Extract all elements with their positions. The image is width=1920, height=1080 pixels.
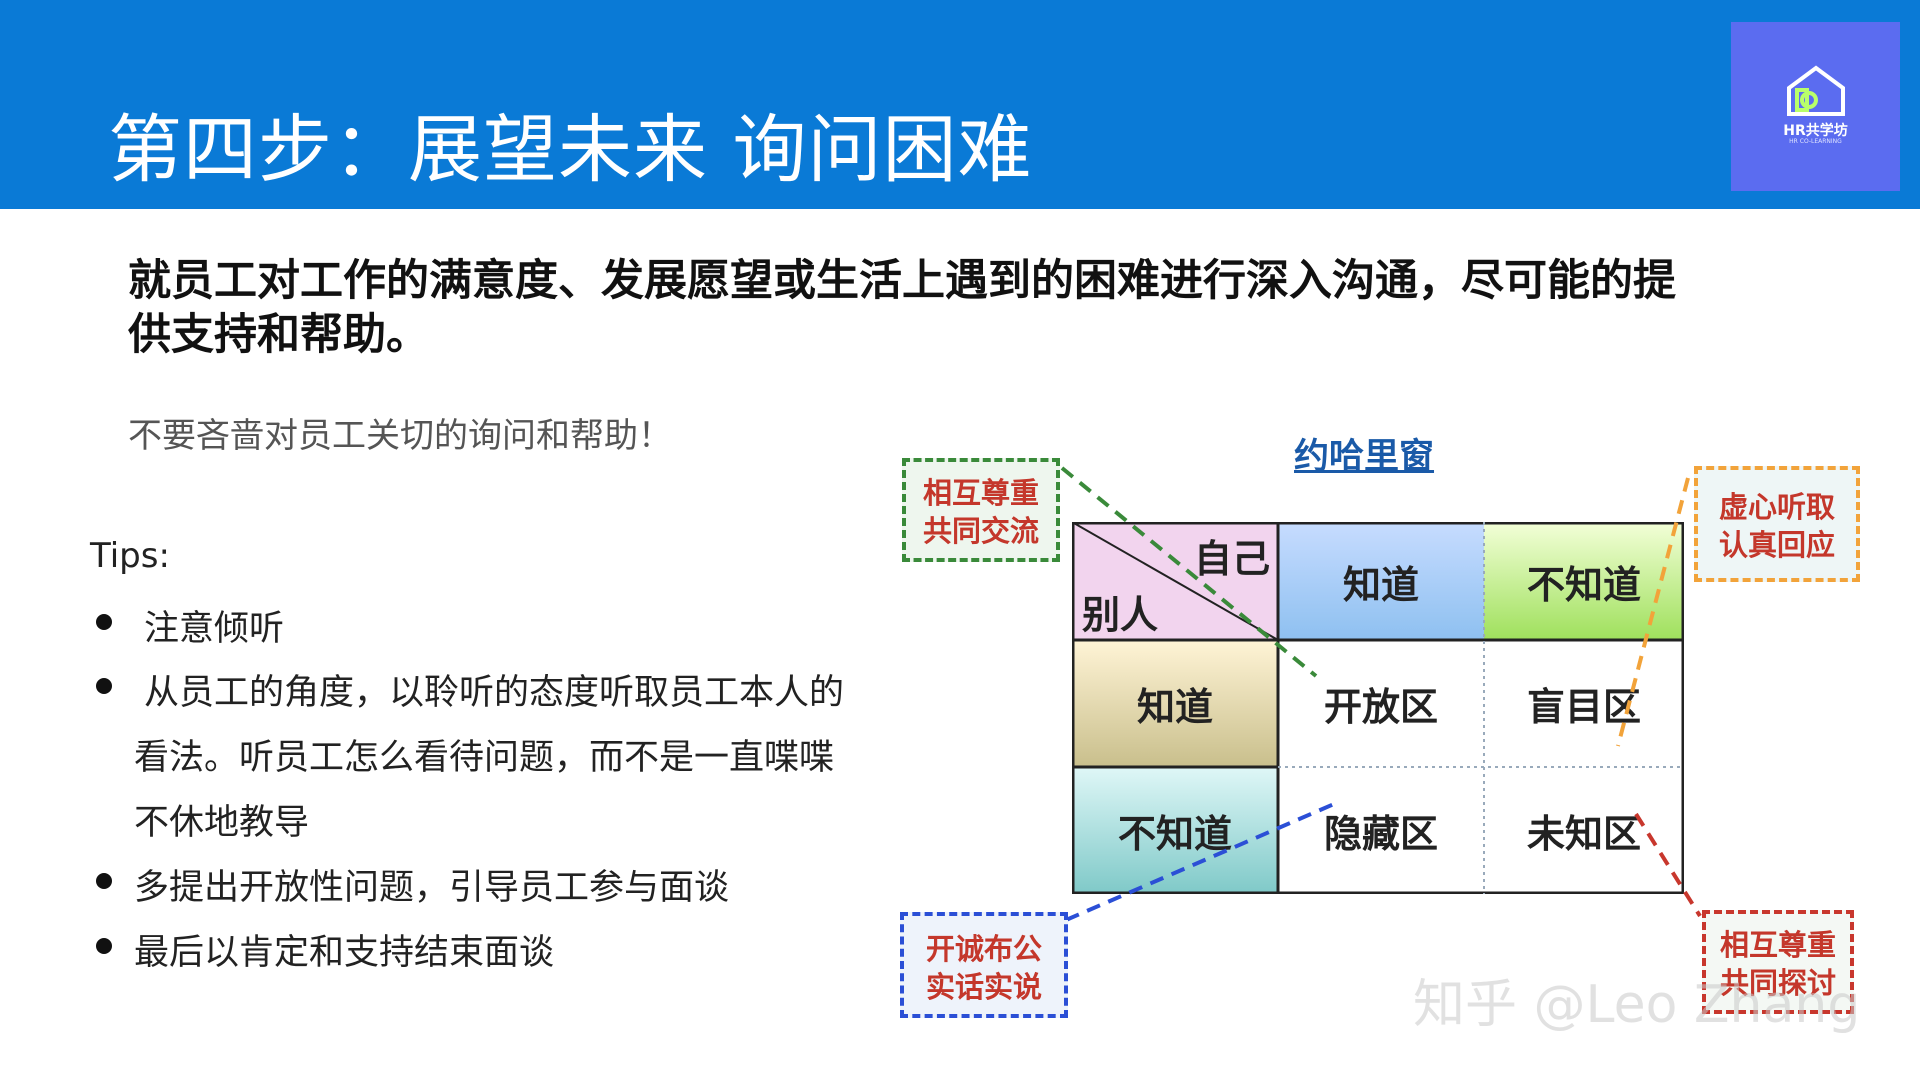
watermark: 知乎 @Leo Zhang [1413, 975, 1861, 1035]
johari-grid: 自己 别人 知道 不知道 知道 开放区 盲目区 不知道 隐藏区 未知区 [1072, 522, 1684, 894]
hidden-area: 隐藏区 [1278, 767, 1484, 894]
note-blind-line-2: 认真回应 [1718, 528, 1835, 562]
logo: HR共学坊 HR CO-LEARNING [1731, 22, 1900, 191]
bullet-2-line-1: 从员工的角度，以聆听的态度听取员工本人的 [144, 673, 845, 713]
note-hidden-line-1: 开诚布公 [925, 932, 1042, 966]
note-unknown-line-1: 相互尊重 [1719, 928, 1836, 962]
note-hidden: 开诚布公 实话实说 [900, 912, 1068, 1018]
subnote: 不要吝啬对员工关切的询问和帮助！ [128, 416, 672, 456]
bullet-dot [96, 873, 112, 889]
note-unknown-line-2: 共同探讨 [1719, 966, 1836, 1000]
note-blind: 虚心听取 认真回应 [1694, 466, 1860, 582]
header-bar: 第四步：展望未来 询问困难 HR共学坊 HR CO-LEARNING [0, 0, 1920, 209]
header-known: 知道 [1278, 522, 1484, 640]
bullet-dot [96, 678, 112, 694]
logo-subtext: HR CO-LEARNING [1789, 138, 1842, 145]
corner-diagonal [1072, 522, 1278, 640]
johari-title: 约哈里窗 [1294, 437, 1435, 477]
note-open-line-1: 相互尊重 [922, 476, 1039, 510]
bullet-dot [96, 614, 112, 630]
lead-paragraph: 就员工对工作的满意度、发展愿望或生活上遇到的困难进行深入沟通，尽可能的提供支持和… [128, 256, 1676, 360]
note-unknown: 相互尊重 共同探讨 [1702, 910, 1854, 1014]
bullet-2-line-2: 看法。听员工怎么看待问题，而不是一直喋喋 [134, 738, 835, 778]
bullet-2-line-3: 不休地教导 [134, 803, 310, 843]
bullet-dot [96, 938, 112, 954]
row-known: 知道 [1072, 640, 1278, 767]
unknown-area: 未知区 [1484, 767, 1684, 894]
note-open: 相互尊重 共同交流 [902, 458, 1060, 562]
page-title: 第四步：展望未来 询问困难 [108, 107, 1033, 193]
corner-others-label: 别人 [1082, 593, 1159, 637]
tips-label: Tips: [90, 536, 170, 576]
blind-area: 盲目区 [1484, 640, 1684, 767]
corner-self-label: 自己 [1194, 537, 1271, 581]
note-hidden-line-2: 实话实说 [925, 970, 1042, 1004]
house-icon [1787, 65, 1845, 116]
grid-lines [1072, 522, 1684, 894]
bullet-1: 注意倾听 [144, 609, 285, 649]
note-open-line-2: 共同交流 [922, 514, 1039, 548]
open-area: 开放区 [1278, 640, 1484, 767]
bullet-3: 多提出开放性问题，引导员工参与面谈 [134, 868, 730, 908]
bullet-4: 最后以肯定和支持结束面谈 [134, 933, 555, 973]
note-blind-line-1: 虚心听取 [1718, 490, 1835, 524]
logo-text: HR共学坊 [1783, 123, 1848, 139]
